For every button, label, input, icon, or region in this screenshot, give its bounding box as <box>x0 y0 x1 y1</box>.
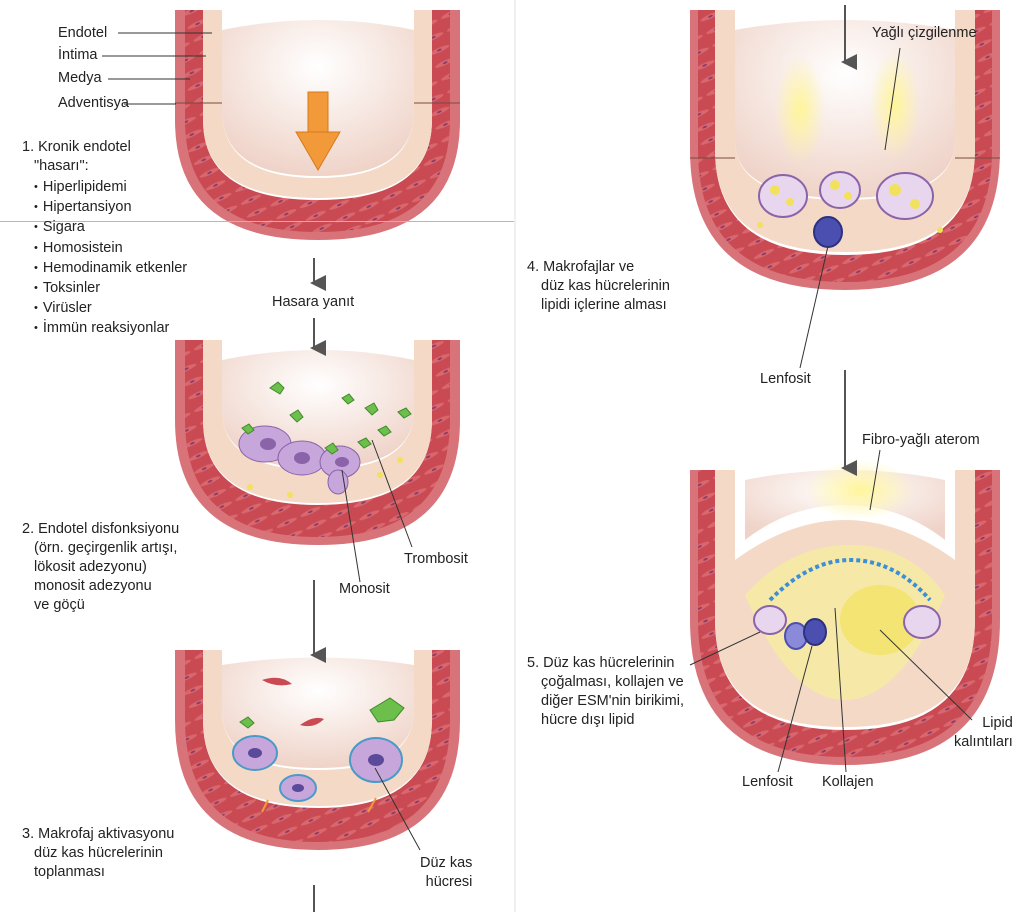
step2-title-line: (örn. geçirgenlik artışı, <box>22 539 179 558</box>
lipid-debris-line: kalıntıları <box>954 733 1013 752</box>
step4-title-line: 4. Makrofajlar ve <box>527 258 670 277</box>
step5-title-line: çoğalması, kollajen ve <box>527 673 684 692</box>
label-response: Hasara yanıt <box>272 293 354 312</box>
label-fatty-streak: Yağlı çizgilenme <box>872 24 977 43</box>
cause-item: Hemodinamik etkenler <box>34 259 187 279</box>
column-separator <box>514 0 516 912</box>
step2-title-line: ve göçü <box>22 596 179 615</box>
cause-item: Hipertansiyon <box>34 198 187 218</box>
label-endothelium: Endotel <box>58 24 107 43</box>
step3-title-line: 3. Makrofaj aktivasyonu <box>22 825 174 844</box>
step3-title: 3. Makrofaj aktivasyonu düz kas hücreler… <box>22 825 174 882</box>
step1-title: 1. Kronik endotel "hasarı": <box>22 138 131 176</box>
step4-title: 4. Makrofajlar ve düz kas hücrelerinin l… <box>527 258 670 315</box>
label-adventitia: Adventisya <box>58 94 129 113</box>
step2-title: 2. Endotel disfonksiyonu (örn. geçirgenl… <box>22 520 179 615</box>
label-atheroma: Fibro-yağlı aterom <box>862 431 980 450</box>
step2-title-line: 2. Endotel disfonksiyonu <box>22 520 179 539</box>
step3-title-line: düz kas hücrelerinin <box>22 844 174 863</box>
step5-title-line: hücre dışı lipid <box>527 711 684 730</box>
cause-item: İmmün reaksiyonlar <box>34 319 187 339</box>
vessel-stage-2 <box>175 340 460 545</box>
label-lipid-debris: Lipid kalıntıları <box>954 714 1013 752</box>
label-platelet: Trombosit <box>404 550 468 569</box>
step3-title-line: toplanması <box>22 863 174 882</box>
step5-title: 5. Düz kas hücrelerinin çoğalması, kolla… <box>527 654 684 730</box>
label-lymphocyte-5: Lenfosit <box>742 773 793 792</box>
cause-item: Toksinler <box>34 279 187 299</box>
step1-title-line: 1. Kronik endotel <box>22 138 131 157</box>
cause-item: Hiperlipidemi <box>34 178 187 198</box>
smooth-muscle-line: Düz kas <box>420 854 472 873</box>
cause-list: Hiperlipidemi Hipertansiyon Sigara Homos… <box>34 178 187 340</box>
label-smooth-muscle: Düz kas hücresi <box>420 854 472 892</box>
cause-item: Sigara <box>34 218 187 238</box>
label-media: Medya <box>58 69 102 88</box>
step4-title-line: lipidi içlerine alması <box>527 296 670 315</box>
vessel-stage-3 <box>175 650 460 850</box>
step2-title-line: monosit adezyonu <box>22 577 179 596</box>
step4-title-line: düz kas hücrelerinin <box>527 277 670 296</box>
step2-title-line: lökosit adezyonu) <box>22 558 179 577</box>
step5-title-line: diğer ESM'nin birikimi, <box>527 692 684 711</box>
lymphocyte-cell <box>814 217 842 247</box>
smooth-muscle-line: hücresi <box>420 873 472 892</box>
step1-title-line: "hasarı": <box>22 157 131 176</box>
label-monocyte: Monosit <box>339 580 390 599</box>
step5-title-line: 5. Düz kas hücrelerinin <box>527 654 684 673</box>
vessel-stage-1 <box>175 10 460 240</box>
cause-item: Homosistein <box>34 239 187 259</box>
label-collagen: Kollajen <box>822 773 874 792</box>
cause-item: Virüsler <box>34 299 187 319</box>
label-lymphocyte-4: Lenfosit <box>760 370 811 389</box>
lipid-debris-line: Lipid <box>954 714 1013 733</box>
label-intima: İntima <box>58 46 98 65</box>
